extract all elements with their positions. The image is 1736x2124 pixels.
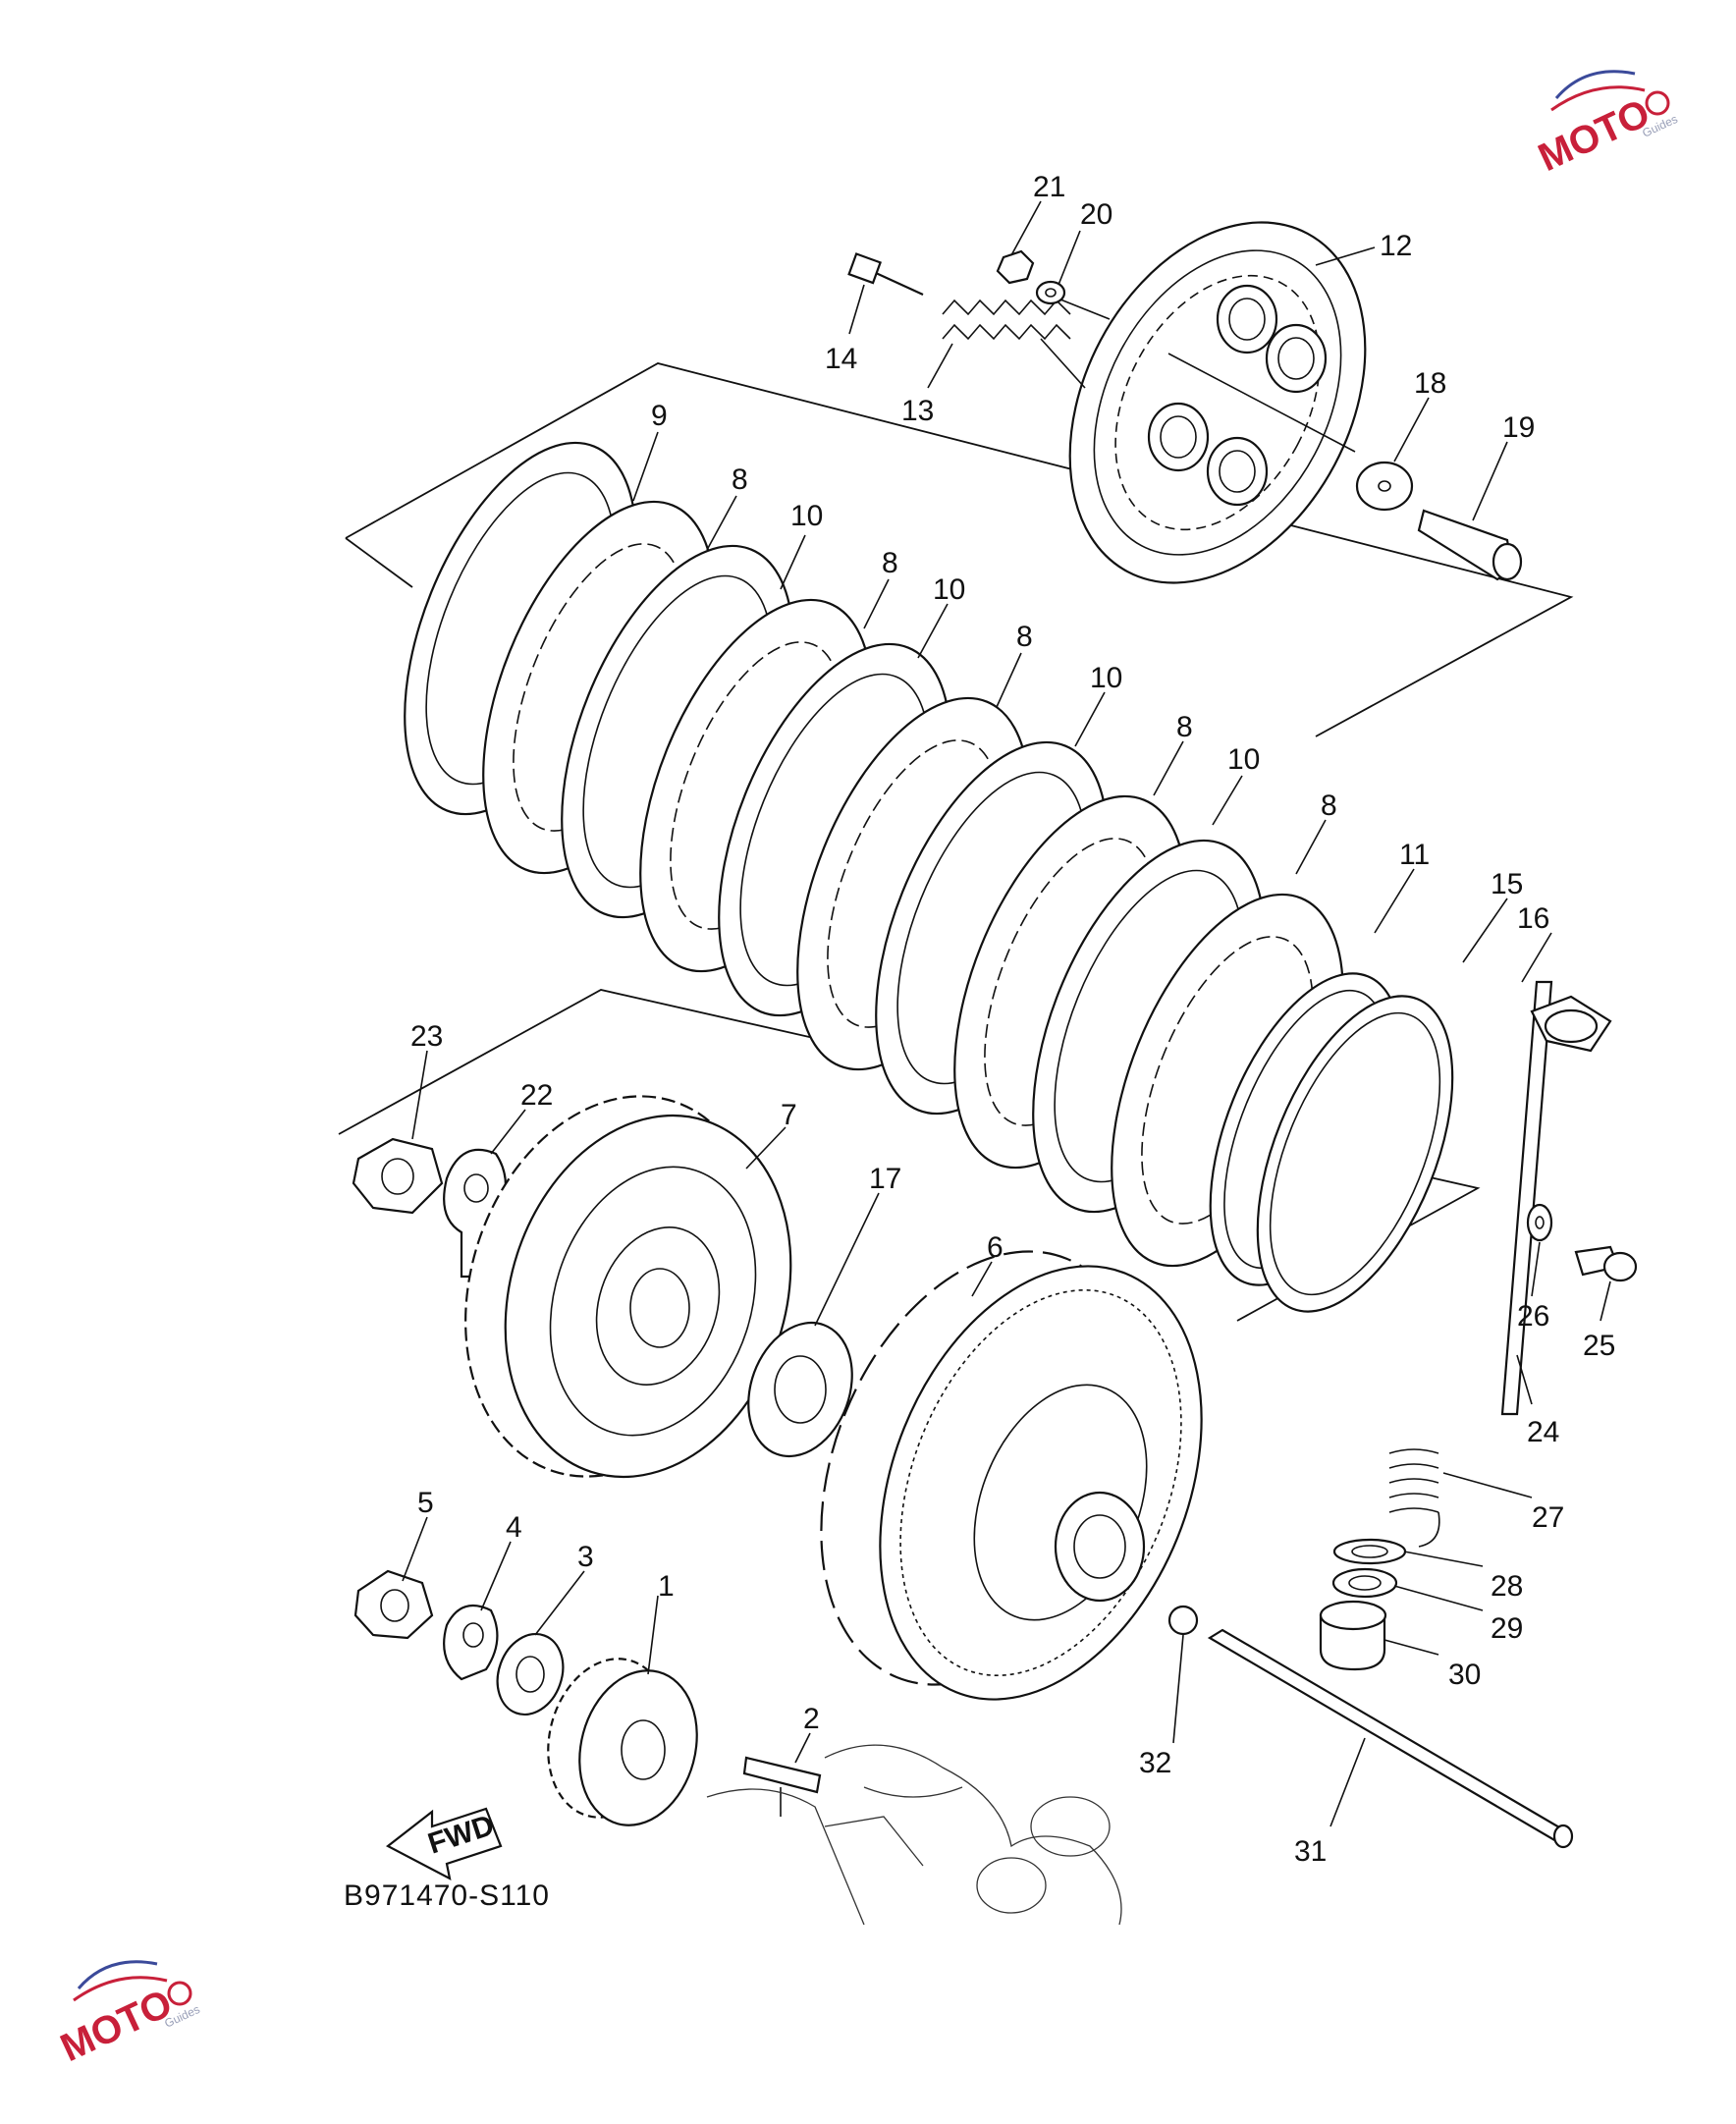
label-8a: 8 xyxy=(732,463,748,496)
clutch-push-rod xyxy=(1207,1628,1574,1849)
label-22: 22 xyxy=(520,1079,553,1112)
label-16: 16 xyxy=(1517,902,1549,935)
label-17: 17 xyxy=(869,1163,901,1195)
gear-nut xyxy=(353,1569,434,1640)
primary-drive-gear xyxy=(547,1658,698,1826)
nut xyxy=(996,249,1035,285)
needle-bearing xyxy=(1319,1600,1387,1671)
washer xyxy=(1035,280,1111,320)
pressure-plate xyxy=(1068,221,1367,584)
hub-nut xyxy=(352,1137,444,1215)
clutch-housing xyxy=(820,1250,1203,1701)
label-2: 2 xyxy=(803,1703,820,1735)
label-24: 24 xyxy=(1527,1416,1559,1448)
label-8c: 8 xyxy=(1016,621,1033,653)
label-4: 4 xyxy=(506,1511,522,1544)
watermark-logo-bottom: MOTO Guides xyxy=(54,1960,202,2070)
label-23: 23 xyxy=(410,1020,443,1053)
clutch-spring xyxy=(942,299,1086,389)
label-5: 5 xyxy=(417,1487,434,1519)
push-lever-shaft xyxy=(1500,980,1612,1416)
label-30: 30 xyxy=(1448,1659,1481,1691)
label-7: 7 xyxy=(781,1099,797,1131)
label-21: 21 xyxy=(1033,171,1065,203)
watermark-logo-top: MOTO Guides xyxy=(1532,70,1680,180)
thrust-plate xyxy=(747,1321,853,1458)
label-8b: 8 xyxy=(882,547,898,579)
push-rod xyxy=(1417,509,1523,581)
bearing-washer xyxy=(1331,1567,1398,1599)
primary-driven-gear xyxy=(464,1095,792,1479)
label-9: 9 xyxy=(651,400,668,432)
lever-washer xyxy=(1526,1203,1553,1242)
label-18: 18 xyxy=(1414,367,1446,400)
label-26: 26 xyxy=(1517,1300,1549,1333)
woodruff-key xyxy=(742,1756,822,1817)
crankcase-outline xyxy=(706,1744,1122,1926)
label-31: 31 xyxy=(1294,1835,1327,1868)
friction-plate-stack xyxy=(404,441,1344,1268)
watermark-brand-bottom: MOTO xyxy=(54,1982,179,2070)
label-8e: 8 xyxy=(1321,790,1337,822)
label-15: 15 xyxy=(1491,868,1523,900)
label-10c: 10 xyxy=(1090,662,1122,694)
part-labels: 1 2 3 4 5 6 7 8 8 8 8 8 9 10 10 10 10 11… xyxy=(410,171,1615,1868)
label-25: 25 xyxy=(1583,1330,1615,1362)
label-19: 19 xyxy=(1502,411,1535,444)
label-29: 29 xyxy=(1491,1612,1523,1645)
label-14: 14 xyxy=(825,343,857,375)
wire-rings xyxy=(1209,972,1454,1313)
label-3: 3 xyxy=(577,1541,594,1573)
label-8d: 8 xyxy=(1176,711,1193,743)
spring-bolt xyxy=(847,252,924,296)
label-10b: 10 xyxy=(933,573,965,606)
leader-lines xyxy=(402,200,1611,1827)
return-spring xyxy=(1388,1448,1440,1548)
label-11: 11 xyxy=(1399,839,1430,871)
label-28: 28 xyxy=(1491,1570,1523,1603)
label-6: 6 xyxy=(987,1231,1004,1264)
steel-ball xyxy=(1167,1605,1199,1636)
lock-washer-lower xyxy=(443,1604,499,1681)
lever-bolt xyxy=(1574,1245,1638,1282)
label-1: 1 xyxy=(658,1570,675,1603)
watermark-brand: MOTO xyxy=(1532,91,1656,180)
label-10d: 10 xyxy=(1227,743,1260,776)
forward-arrow-icon: FWD xyxy=(385,1807,503,1881)
label-20: 20 xyxy=(1080,198,1112,231)
label-10a: 10 xyxy=(790,500,823,532)
label-13: 13 xyxy=(901,395,934,427)
push-rod-cap xyxy=(1355,461,1414,512)
oil-seal xyxy=(1332,1538,1407,1565)
label-32: 32 xyxy=(1139,1747,1171,1779)
plain-washer xyxy=(496,1632,565,1716)
label-12: 12 xyxy=(1380,230,1412,262)
label-27: 27 xyxy=(1532,1501,1564,1534)
diagram-code: B971470-S110 xyxy=(344,1879,550,1912)
